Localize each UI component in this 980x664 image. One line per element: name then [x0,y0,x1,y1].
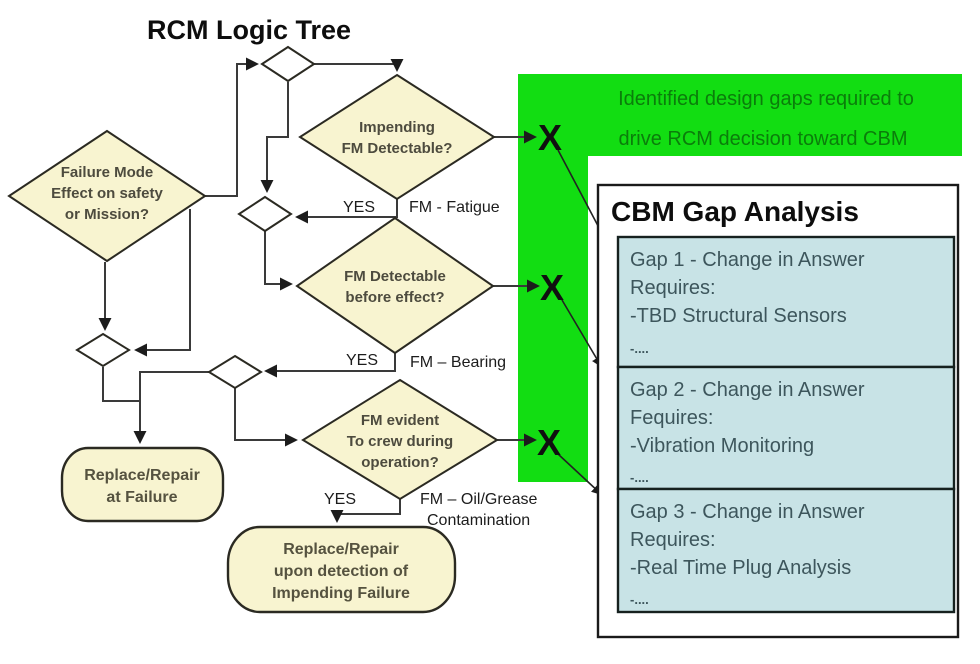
edge-x2-to-gap2 [561,299,602,368]
label-yes-3: YES [324,491,356,508]
gap2-line-4: -.... [630,470,649,485]
cbm-gap-analysis-panel: CBM Gap Analysis Gap 1 - Change in Answe… [596,183,960,639]
q2-line-2: FM Detectable? [342,140,453,157]
q4-line-2: To crew during [347,433,453,450]
t2-line-2: upon detection of [274,563,409,580]
gap1-line-2: Requires: [630,277,716,299]
design-gap-callout: Identified design gaps required to drive… [518,74,962,482]
q3-line-1: FM Detectable [344,268,446,285]
junction-nodes [75,45,316,390]
junction-diamond-d [207,354,263,390]
decision-fm-evident-to-crew [301,378,499,501]
x-markers: X X X [537,117,564,463]
gap1-box [616,235,956,369]
gap1-line-3: -TBD Structural Sensors [630,305,847,327]
q4-line-1: FM evident [361,412,439,429]
gap2-line-2: Fequires: [630,407,713,429]
decision-failure-mode-effect [7,129,207,263]
connectors [98,57,607,523]
gap2-box [616,365,956,491]
gap1-line-1: Gap 1 - Change in Answer [630,249,865,271]
edge-junction-a-to-q2 [314,58,404,72]
edge-junction-b-to-q3 [264,231,293,291]
edge-junction-c-merge [102,367,140,402]
q1-line-2: Effect on safety [51,185,163,202]
terminal-replace-repair-on-detection [226,525,457,614]
gap2-line-1: Gap 2 - Change in Answer [630,379,865,401]
terminal-replace-repair-at-failure [60,446,225,523]
gap3-line-3: -Real Time Plug Analysis [630,557,851,579]
diagram-title: RCM Logic Tree [147,15,351,45]
edge-x3-to-gap3 [557,453,603,496]
decision-nodes: Failure Mode Effect on safety or Mission… [7,73,499,501]
t1-line-2: at Failure [106,489,177,506]
gap3-line-2: Requires: [630,529,716,551]
terminal-nodes: Replace/Repair at Failure Replace/Repair… [60,446,457,614]
gap3-line-4: -.... [630,592,649,607]
q2-line-1: Impending [359,119,435,136]
x-marker-1: X [538,117,562,158]
edge-q1-to-junction-a [205,57,259,197]
q3-line-2: before effect? [345,289,444,306]
decision-impending-fm-detectable [298,73,496,201]
edge-q1-to-junction-c [134,209,191,357]
x-marker-3: X [537,422,561,463]
gap3-box [616,487,956,614]
gap3-line-1: Gap 3 - Change in Answer [630,501,865,523]
gap1-line-4: -.... [630,341,649,356]
label-contamination: Contamination [427,512,530,529]
junction-diamond-b [237,195,293,233]
junction-diamond-c [75,332,131,368]
label-fm-bearing: FM – Bearing [410,354,506,371]
q4-line-3: operation? [361,454,439,471]
t1-line-1: Replace/Repair [84,467,200,484]
green-header [518,74,962,156]
junction-diamond-a [260,45,316,83]
t2-line-3: Impending Failure [272,585,410,602]
edge-junction-d-to-t1 [133,371,209,444]
label-fm-oil-grease: FM – Oil/Grease [420,491,537,508]
edge-labels: YES FM - Fatigue YES FM – Bearing YES FM… [324,199,537,529]
decision-fm-detectable-before-effect [295,216,495,355]
gap2-line-3: -Vibration Monitoring [630,435,814,457]
edge-q4-yes-to-t2 [330,499,401,523]
edge-q3-yes-to-junction-d [264,353,396,378]
callout-line-2: drive RCM decision toward CBM [619,128,908,150]
q1-line-1: Failure Mode [61,164,154,181]
edge-junction-a-to-junction-b [260,82,289,193]
edge-junction-d-to-q4 [234,388,298,447]
q1-line-3: or Mission? [65,206,149,223]
callout-line-1: Identified design gaps required to [618,88,914,110]
x-marker-2: X [540,267,564,308]
label-fm-fatigue: FM - Fatigue [409,199,500,216]
edge-q2-yes-to-junction-b [295,199,398,224]
t2-line-1: Replace/Repair [283,541,399,558]
label-yes-1: YES [343,199,375,216]
panel-title: CBM Gap Analysis [611,196,859,227]
label-yes-2: YES [346,352,378,369]
